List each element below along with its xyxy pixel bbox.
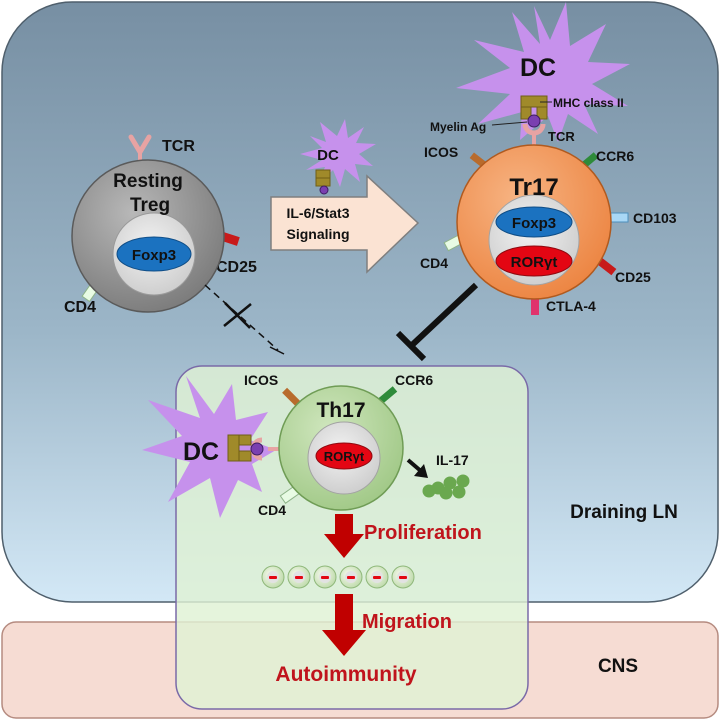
clone-cell [339, 565, 363, 589]
treg-title-line2: Treg [130, 195, 170, 216]
proliferation-arrow-icon [324, 514, 364, 558]
th17-ccr6-icon [377, 386, 398, 405]
signaling-step: DC IL-6/Stat3 Signaling [270, 119, 420, 274]
tr17-cd25-label: CD25 [615, 269, 651, 285]
migration-label: Migration [362, 611, 452, 633]
myelin-antigen-icon [527, 114, 541, 128]
th17-rorgt-label: RORγt [324, 449, 365, 464]
large-dc-icon [456, 2, 630, 142]
th17-mhc-icon [227, 434, 240, 462]
th17-mhc-arm-top [238, 434, 252, 446]
blocked-path-end [269, 346, 285, 355]
th17-dc-label: DC [183, 438, 219, 466]
signaling-line2: Signaling [287, 226, 350, 242]
cytokine-dot [443, 476, 457, 490]
resting-treg-cell: TCR CD25 CD4 Foxp3 Resting Treg [64, 134, 257, 316]
inhibition-line [408, 282, 479, 349]
tr17-foxp3-label: Foxp3 [512, 215, 556, 232]
small-mhc-icon-2 [315, 177, 331, 187]
th17-mhc-arm-bottom [238, 450, 252, 462]
clone-cell [261, 565, 285, 589]
small-dc-icon [300, 119, 376, 187]
treg-cd25-label: CD25 [216, 259, 257, 276]
cytokine-dot [452, 485, 466, 499]
treg-foxp3-blob [116, 236, 192, 272]
th17-cd4-label: CD4 [258, 502, 286, 518]
signaling-line1: IL-6/Stat3 [286, 205, 349, 221]
treg-cd4-label: CD4 [64, 299, 96, 316]
inhibition-bar-icon [395, 330, 427, 362]
tr17-foxp3-blob [495, 206, 573, 238]
il17-cytokine-dots [422, 474, 470, 500]
migration-arrow-icon [322, 594, 366, 656]
treg-tcr-label: TCR [162, 138, 195, 155]
th17-title: Th17 [316, 399, 365, 422]
cns-label: CNS [598, 656, 638, 677]
draining-ln-label: Draining LN [570, 502, 678, 523]
myelin-label: Myelin Ag [430, 120, 486, 134]
th17-icos-label: ICOS [244, 372, 278, 388]
signaling-arrow-icon [270, 174, 420, 274]
block-x-icon [223, 302, 252, 329]
small-antigen-icon [319, 185, 329, 195]
tr17-title: Tr17 [509, 174, 558, 201]
treg-foxp3-label: Foxp3 [132, 247, 176, 264]
clone-cell [391, 565, 415, 589]
proliferated-cells-row [261, 565, 415, 589]
tcr-receptor-icon [128, 134, 152, 157]
proliferation-label: Proliferation [364, 522, 482, 544]
clone-cell [287, 565, 311, 589]
clone-cell [313, 565, 337, 589]
mhc-arm-right-icon [536, 106, 548, 120]
clone-cell [365, 565, 389, 589]
tr17-rorgt-blob [495, 245, 573, 277]
il17-arrowhead-icon [414, 464, 428, 478]
tr17-ctla4-label: CTLA-4 [546, 298, 596, 314]
th17-icos-icon [282, 387, 302, 407]
th17-rorgt-blob [315, 442, 373, 470]
tr17-tcr-label: TCR [548, 129, 575, 144]
small-dc-label: DC [317, 147, 339, 164]
th17-ccr6-label: CCR6 [395, 372, 433, 388]
tr17-rorgt-label: RORγt [511, 254, 558, 271]
myelin-pointer [491, 121, 528, 126]
treg-title-line1: Resting [113, 171, 183, 192]
blocked-path-line [204, 284, 279, 351]
autoimmunity-label: Autoimmunity [275, 663, 416, 686]
cytokine-dot [422, 484, 436, 498]
small-mhc-icon [315, 169, 331, 179]
tr17-icos-label: ICOS [424, 144, 458, 160]
il17-label: IL-17 [436, 452, 469, 468]
mhc-label: MHC class II [553, 96, 624, 110]
tr17-ccr6-label: CCR6 [596, 148, 634, 164]
mhc-arm-left-icon [520, 106, 532, 120]
tr17-cd4-label: CD4 [420, 255, 448, 271]
tr17-dc-label: DC [520, 54, 556, 82]
tr17-ctla4-icon [531, 295, 539, 315]
th17-dc-icon [142, 376, 276, 518]
cytokine-dot [439, 486, 453, 500]
cytokine-dot [456, 474, 470, 488]
tr17-cell-group: DC MHC class II Myelin Ag TCR ICOS CCR6 … [420, 2, 677, 315]
th17-cell-group: DC ICOS CCR6 CD4 RORγt Th17 IL-17 [142, 372, 470, 518]
tr17-cd103-label: CD103 [633, 210, 677, 226]
th17-antigen-icon [250, 442, 264, 456]
